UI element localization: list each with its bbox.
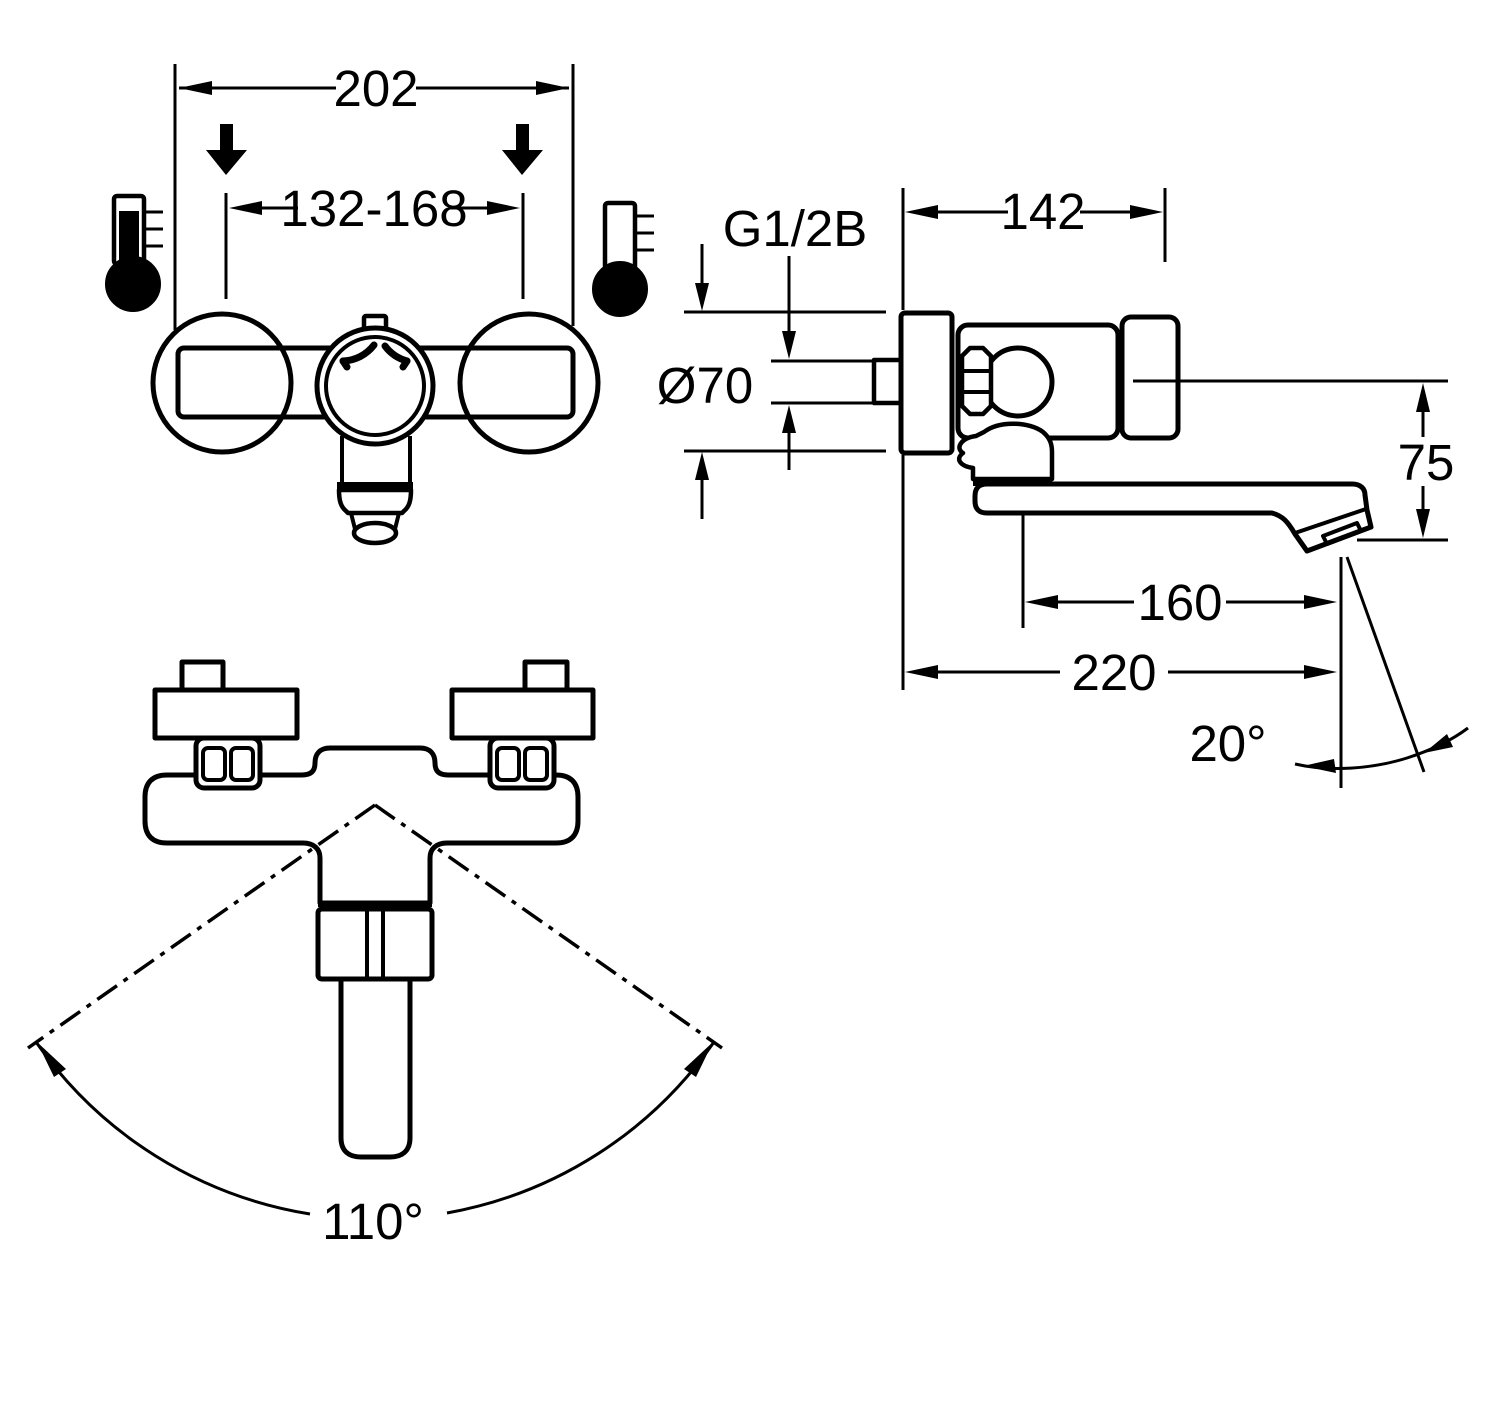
mercury-column (119, 211, 139, 271)
inlet-arrow-right (502, 124, 543, 175)
angle-arc (446, 1041, 716, 1215)
dimension-spout-reach: 160 (1021, 514, 1337, 631)
mounting-screw-right (522, 659, 570, 693)
top-view: 110° (26, 659, 724, 1250)
mixer-side (871, 310, 1374, 554)
inlet-stub (871, 357, 904, 406)
aerator-flange (337, 482, 413, 490)
arrowhead-icon (1304, 595, 1337, 609)
wall-flange (898, 310, 955, 456)
dimension-label: 220 (1071, 644, 1156, 701)
dimension-label: 160 (1137, 574, 1222, 631)
construction-line (1345, 556, 1426, 773)
hex-nut (487, 735, 557, 791)
thermometer-cold-icon (592, 200, 654, 317)
valve-cap-inner (324, 335, 426, 437)
side-view: 142 G1/2B Ø70 (657, 183, 1469, 788)
hex-nut (193, 735, 263, 791)
arrowhead-icon (179, 81, 212, 95)
down-arrow-icon (516, 124, 529, 151)
thermometer-hot-icon (105, 193, 163, 312)
down-arrow-icon (502, 150, 543, 175)
handle-cylinder (1119, 314, 1181, 441)
inlet-arrow-left (206, 124, 247, 175)
dimension-flange-diameter: Ø70 (657, 244, 886, 519)
dimension-overall-reach: 220 (905, 644, 1337, 701)
mounting-block-left (152, 687, 300, 741)
arrowhead-icon (905, 205, 938, 219)
arrowhead-icon (1025, 595, 1058, 609)
front-view: 202 132-168 (105, 60, 654, 546)
dimension-outlet-height: 75 (1133, 379, 1455, 542)
hex-nut-facet (229, 746, 255, 782)
mounting-block-right (449, 687, 596, 741)
aerator-outlet (351, 520, 399, 546)
wall-flange-right (457, 311, 601, 455)
dimension-label: 20° (1189, 715, 1266, 772)
dimension-overall-width: 202 (173, 60, 575, 330)
down-arrow-icon (206, 150, 247, 175)
spout-tube (338, 979, 413, 1160)
hex-nut (959, 345, 994, 417)
spout-nut (315, 906, 435, 982)
arrowhead-icon (536, 81, 569, 95)
hex-nut-facet (201, 746, 227, 782)
arrowhead-icon (229, 201, 262, 215)
arrowhead-icon (1303, 759, 1336, 773)
arrowhead-icon (1416, 383, 1430, 412)
dimension-depth: 142 (905, 183, 1167, 262)
hex-nut-facet (495, 746, 521, 782)
arrowhead-icon (37, 1042, 66, 1077)
thread-callout: G1/2B (723, 200, 874, 470)
swivel-seal (973, 477, 1052, 486)
arrowhead-icon (1416, 509, 1430, 538)
angle-arc (34, 1041, 311, 1216)
arrowhead-icon (782, 331, 796, 359)
arrowhead-icon (782, 405, 796, 433)
aerator-edge (1294, 507, 1367, 535)
grip-mark (399, 357, 411, 371)
dimension-connection-spacing: 132-168 (224, 180, 525, 299)
arrowhead-icon (1424, 734, 1453, 753)
dimension-label: 142 (1000, 183, 1085, 240)
arrowhead-icon (1130, 205, 1163, 219)
mixer-front (150, 311, 601, 546)
dimension-label: Ø70 (657, 357, 753, 414)
wall-flange-left (150, 311, 294, 455)
dimension-label: 75 (1398, 434, 1455, 491)
down-arrow-icon (220, 124, 233, 151)
arrowhead-icon (487, 201, 520, 215)
arrowhead-icon (1304, 665, 1337, 679)
thermometer-stem (602, 200, 638, 272)
dimension-spout-angle: 20° (1189, 556, 1469, 788)
spout (972, 481, 1374, 554)
union-nut-right (487, 735, 557, 791)
ball-joint (981, 345, 1055, 419)
dimension-label: 110° (322, 1193, 424, 1250)
dimension-swivel-angle: 110° (26, 803, 724, 1250)
grip-mark (339, 357, 351, 371)
arrowhead-icon (695, 452, 709, 480)
thermometer-bulb (592, 261, 648, 317)
mounting-screw-left (179, 659, 226, 693)
aerator-housing (336, 487, 414, 516)
hex-nut-facet (523, 746, 549, 782)
arrowhead-icon (695, 283, 709, 311)
thermometer-bulb (105, 256, 161, 312)
aerator-outlet (1321, 521, 1363, 546)
arrowhead-icon (905, 665, 938, 679)
dimension-label: 202 (333, 60, 418, 117)
thread-label: G1/2B (723, 200, 868, 257)
mixer-top (142, 659, 596, 1160)
arrowhead-icon (684, 1042, 713, 1077)
union-nut-left (193, 735, 263, 791)
dimension-label: 132-168 (280, 180, 467, 237)
